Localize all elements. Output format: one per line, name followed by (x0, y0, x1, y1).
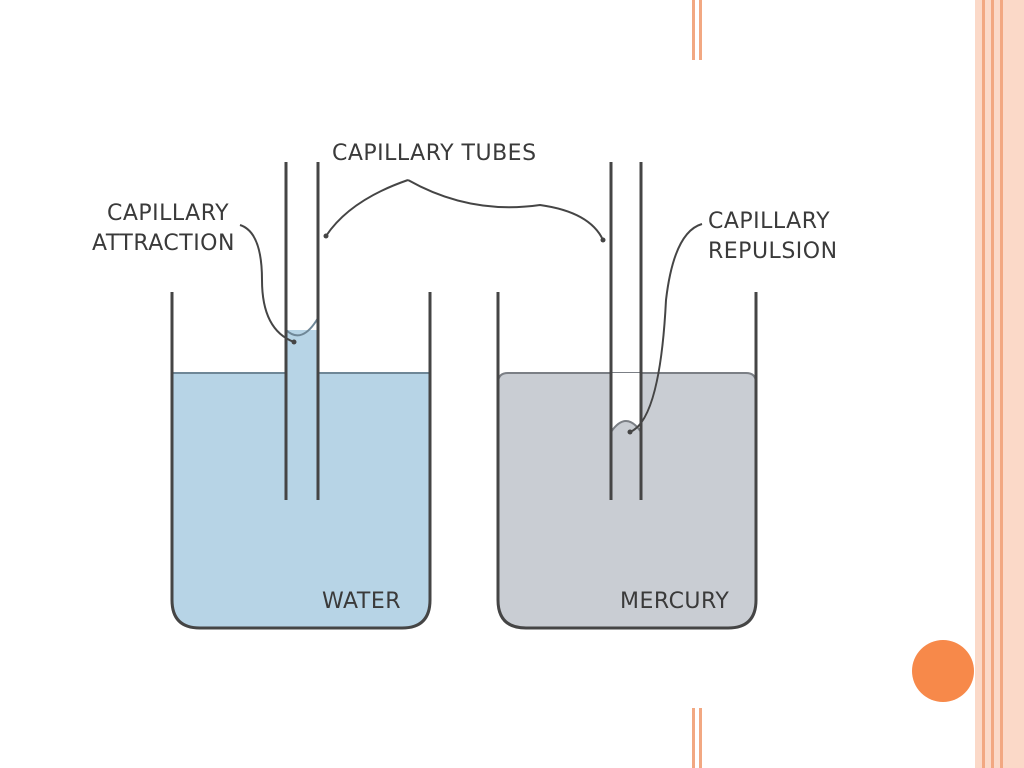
label-capillary-tubes: CAPILLARY TUBES (332, 141, 537, 166)
water-fill (172, 373, 430, 628)
label-attraction-line2: ATTRACTION (92, 231, 235, 256)
mercury-tube-inner-clear (611, 373, 641, 428)
frame-stripe (1000, 0, 1003, 768)
attraction-leader (239, 224, 295, 343)
orange-circle-decoration (912, 640, 974, 702)
label-mercury: MERCURY (620, 589, 729, 614)
frame-stripe (982, 0, 985, 768)
deco-bar (692, 0, 695, 60)
mercury-fill (498, 373, 756, 628)
deco-bar (699, 708, 702, 768)
label-water: WATER (322, 589, 401, 614)
repulsion-leader-dot (627, 429, 633, 435)
top-decoration (690, 0, 704, 60)
mercury-beaker-outline (496, 292, 758, 630)
deco-bar (699, 0, 702, 60)
label-attraction-line1: CAPILLARY (107, 201, 229, 226)
deco-bar (692, 708, 695, 768)
tubes-leader-left (325, 179, 409, 237)
frame-stripe (991, 0, 994, 768)
tubes-leader-right (407, 179, 604, 241)
water-tube-column (286, 330, 318, 500)
tubes-leader-dot-left (323, 233, 329, 239)
tubes-leader-dot-right (600, 237, 606, 243)
water-beaker-outline (170, 292, 432, 630)
repulsion-leader (629, 223, 703, 433)
label-repulsion-line1: CAPILLARY (708, 209, 830, 234)
water-meniscus (285, 317, 319, 337)
label-repulsion-line2: REPULSION (708, 239, 838, 264)
bottom-decoration (690, 708, 704, 768)
attraction-leader-dot (291, 339, 297, 345)
